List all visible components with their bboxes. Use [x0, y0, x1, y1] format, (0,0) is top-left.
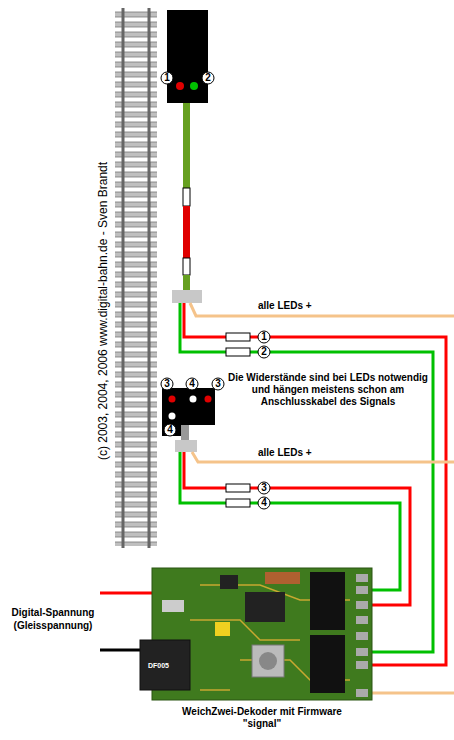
callout-number: 1 [161, 72, 173, 84]
push-button-cap [259, 652, 277, 670]
pad [162, 600, 184, 612]
signal-head [167, 10, 208, 103]
signal-mast [183, 275, 190, 291]
wire-label: alle LEDs + [258, 300, 312, 312]
signal-base [175, 440, 197, 452]
connector-pins [356, 574, 368, 697]
signal-mast [183, 103, 190, 191]
chip [220, 575, 238, 589]
power-wire [100, 592, 160, 595]
resistor-part [265, 572, 300, 584]
green-led [190, 82, 198, 90]
rail [148, 8, 151, 548]
callout-number: 2 [202, 72, 214, 84]
decoder-board: WeichZwei-Dekoder mit Firmware "signal" [152, 568, 372, 700]
callout-number: 1 [258, 331, 270, 343]
track-ties [115, 10, 157, 546]
resistor-symbol [226, 333, 250, 341]
node-caption: WeichZwei-Dekoder mit Firmware "signal" [182, 706, 342, 730]
common-wire [190, 303, 454, 316]
push-button [252, 645, 284, 677]
red-led [205, 396, 212, 403]
resistor-symbol [226, 499, 250, 507]
white-led [190, 396, 197, 403]
mast-stripe [183, 188, 190, 206]
ic [310, 635, 345, 693]
callout-number: 3 [212, 378, 224, 390]
callout-number: 2 [258, 346, 270, 358]
common-wire [192, 452, 454, 462]
capacitor [215, 622, 230, 636]
white-led [169, 413, 176, 420]
note-text: Die Widerstände sind bei LEDs notwendig … [228, 372, 428, 408]
red-led [169, 396, 176, 403]
part-marking: DF005 [148, 662, 169, 670]
resistor-symbol [226, 348, 250, 356]
wire-label: alle LEDs + [258, 447, 312, 459]
power-label: Digital-Spannung (Gleisspannung) [4, 606, 102, 632]
signal-base [172, 290, 202, 303]
ic [310, 572, 345, 630]
callout-number: 4 [164, 424, 176, 436]
callout-number: 4 [186, 378, 198, 390]
copyright-text: (c) 2003, 2004, 2006 www.digital-bahn.de… [96, 76, 110, 546]
callout-circles [161, 72, 270, 509]
callout-number: 4 [258, 497, 270, 509]
callout-number: 3 [258, 482, 270, 494]
callout-number: 3 [161, 378, 173, 390]
common-wire [368, 692, 454, 695]
resistor-symbol [226, 484, 250, 492]
mast-stripe [183, 258, 190, 275]
bridge-rectifier [140, 640, 190, 690]
rail [122, 8, 125, 548]
mast-stripe [183, 206, 190, 258]
red-led [176, 82, 184, 90]
chip [245, 592, 285, 622]
